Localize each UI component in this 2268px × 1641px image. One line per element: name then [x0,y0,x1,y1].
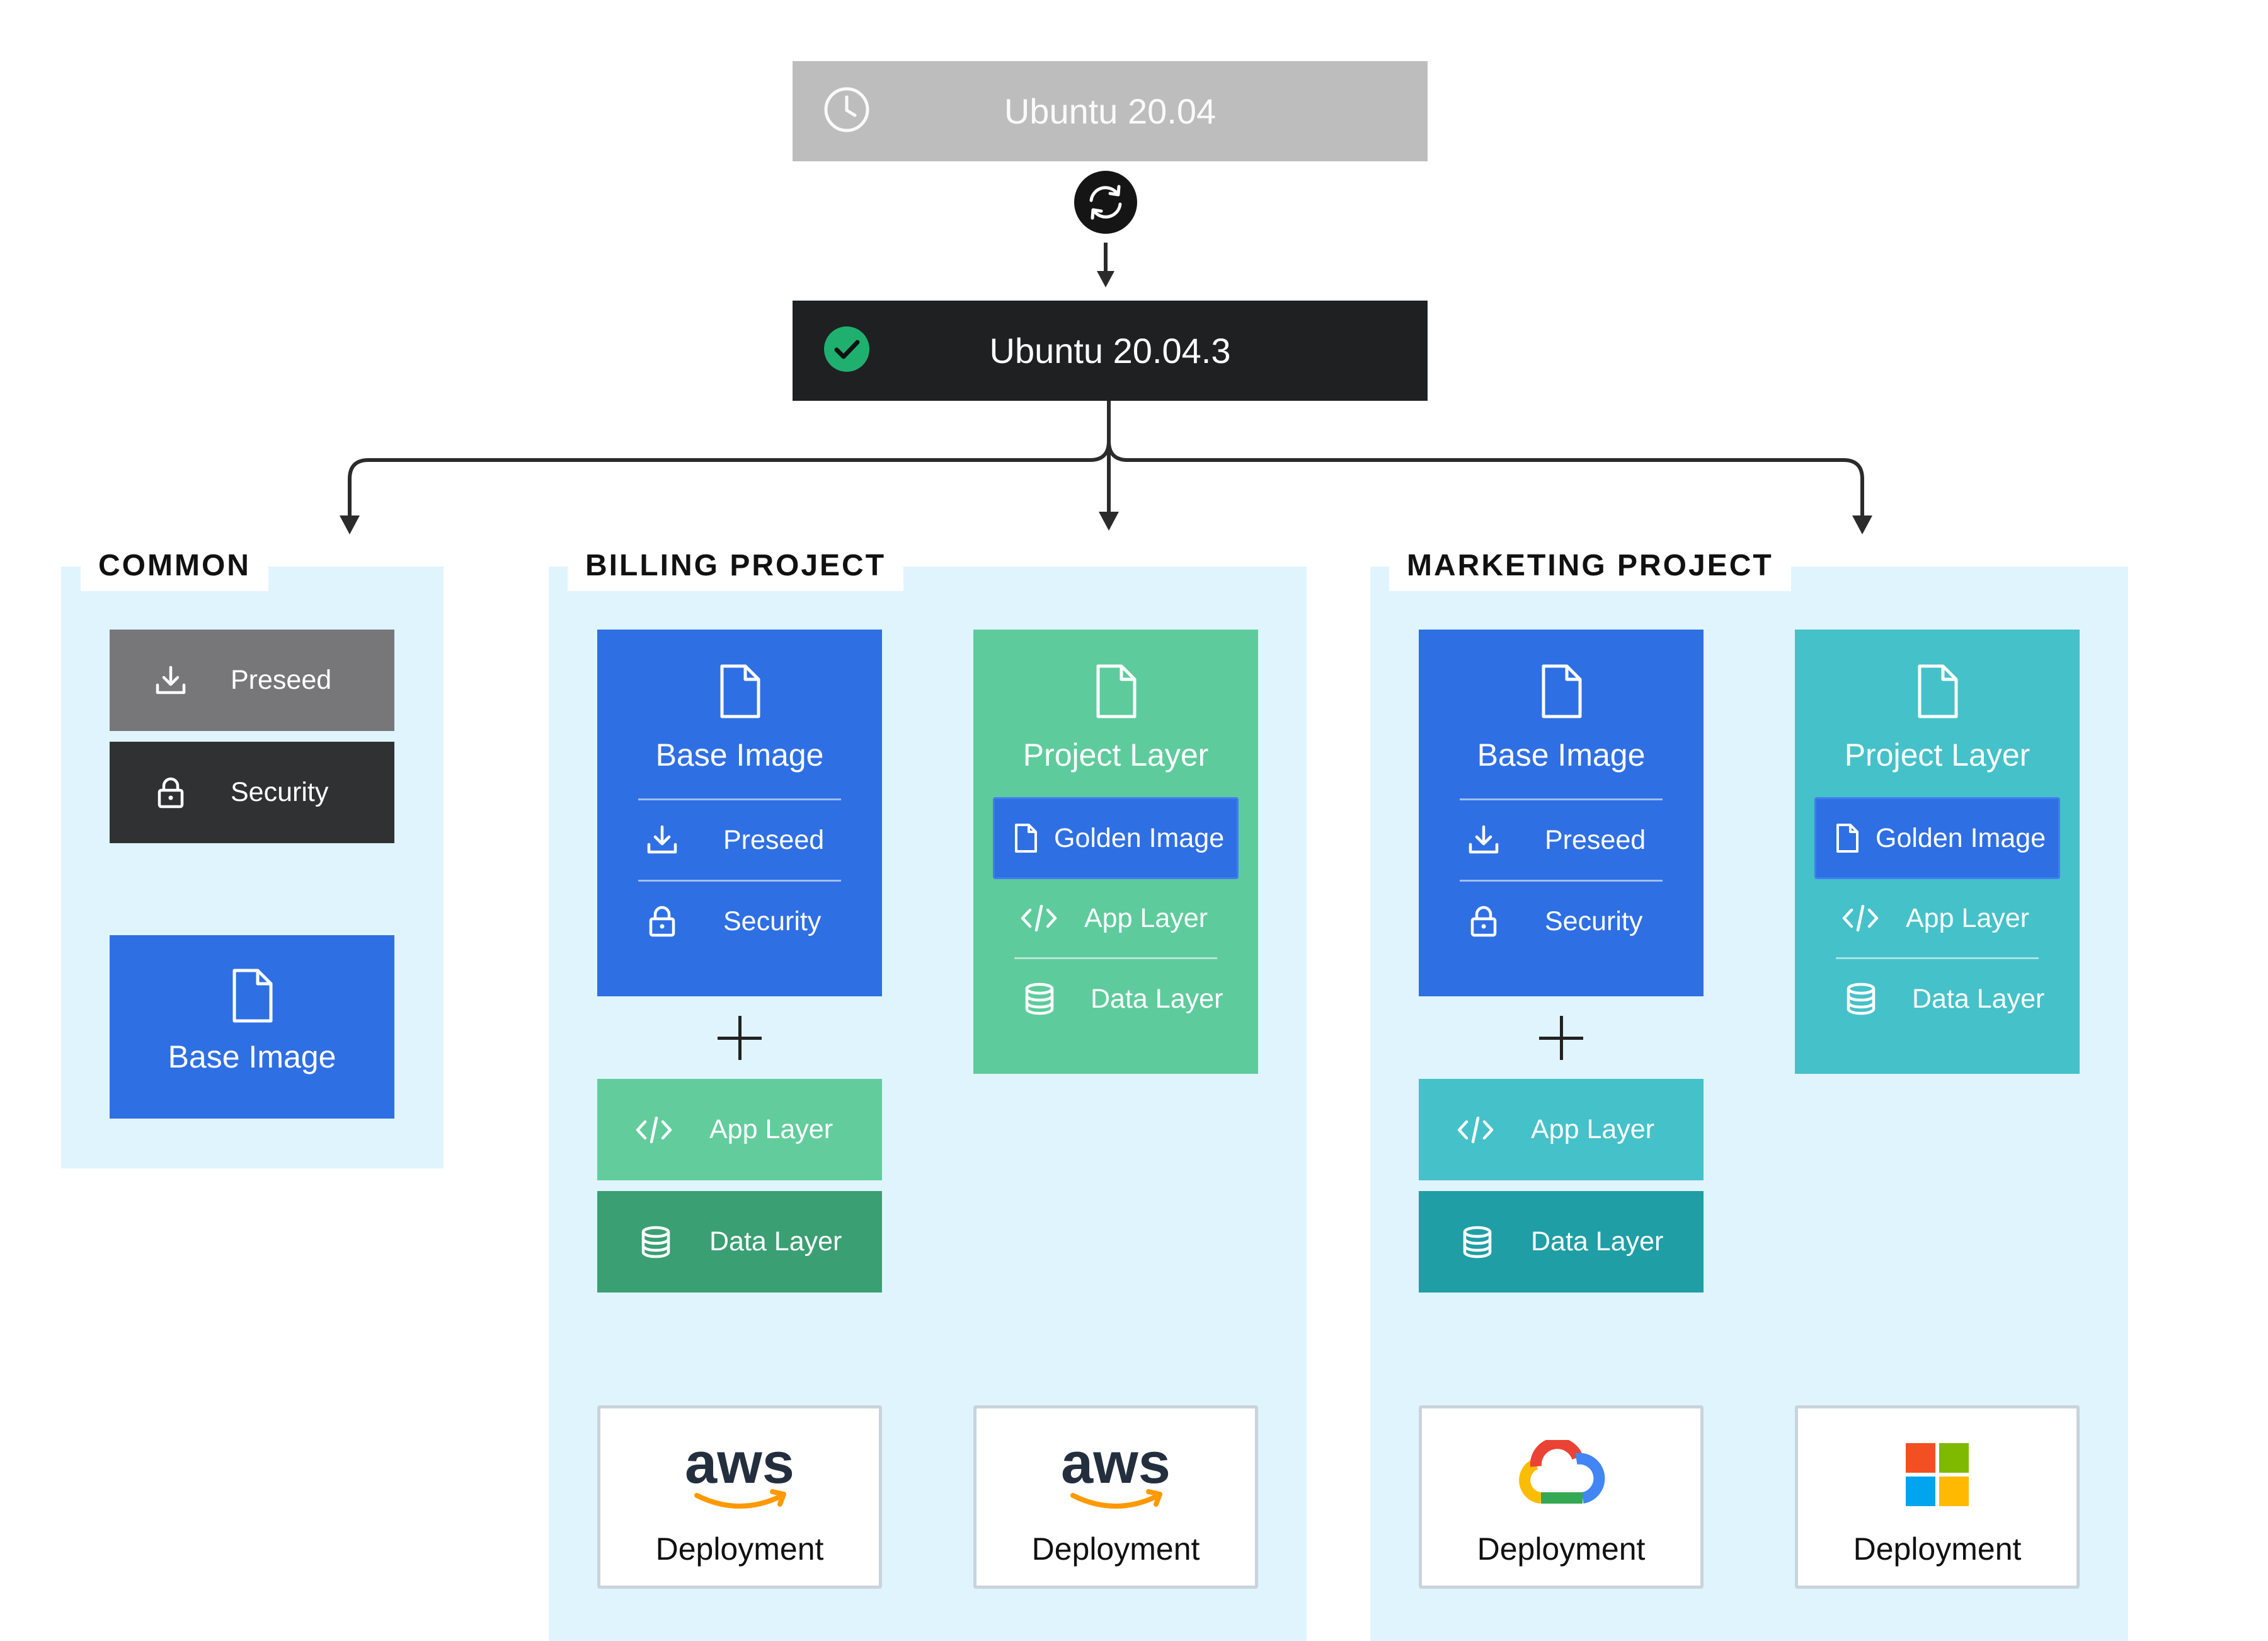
aws-logo: aws [677,1434,803,1516]
new-version-label: Ubuntu 20.04.3 [989,331,1231,371]
billing-base-preseed-label: Preseed [723,824,825,855]
common-base-image-card: Base Image [110,935,394,1119]
download-icon [154,664,188,698]
aws-logo-text: aws [1061,1434,1171,1495]
marketing-base-security-label: Security [1545,906,1643,936]
billing-golden-image-badge: Golden Image [993,797,1239,879]
common-security-label: Security [231,777,329,807]
common-preseed-tile: Preseed [110,630,394,731]
marketing-project-app-row: App Layer [1795,879,2080,957]
old-version-label: Ubuntu 20.04 [1004,91,1217,131]
file-icon [1532,662,1590,720]
billing-data-layer-label: Data Layer [709,1226,842,1257]
google-cloud-logo [1517,1434,1605,1516]
file-icon [1087,662,1145,720]
database-icon [1022,982,1057,1016]
database-icon [1844,982,1878,1016]
marketing-deployment-2: Deployment [1795,1405,2080,1589]
ubuntu-old-version-box: Ubuntu 20.04 [793,61,1428,161]
marketing-label: MARKETING PROJECT [1389,541,1791,591]
billing-project-app-label: App Layer [1084,902,1208,933]
database-icon [639,1225,673,1259]
plus-icon [1539,1016,1583,1060]
file-icon [711,662,769,720]
billing-label: BILLING PROJECT [568,541,904,591]
marketing-app-layer-tile: App Layer [1419,1079,1704,1180]
billing-app-layer-label: App Layer [709,1114,833,1144]
code-icon [1457,1113,1494,1147]
billing-base-image-title: Base Image [655,737,824,773]
marketing-golden-image-badge: Golden Image [1814,797,2060,879]
lock-icon [645,904,679,938]
check-icon [822,324,872,374]
file-icon [1010,822,1041,854]
file-icon [1908,662,1966,720]
marketing-project-data-label: Data Layer [1912,983,2045,1014]
billing-deployment-1-label: Deployment [655,1531,824,1567]
divider [638,798,841,800]
billing-base-preseed-row: Preseed [597,800,882,880]
microsoft-logo [1906,1434,1969,1516]
marketing-project-layer-title: Project Layer [1844,737,2030,773]
billing-deployment-2: aws Deployment [973,1405,1258,1589]
marketing-app-layer-label: App Layer [1531,1114,1655,1144]
billing-data-layer-tile: Data Layer [597,1191,882,1293]
marketing-data-layer-label: Data Layer [1531,1226,1664,1257]
lock-icon [1467,904,1501,938]
code-icon [635,1113,673,1147]
divider [1836,957,2039,959]
file-icon [223,967,281,1025]
divider [638,880,841,882]
marketing-base-preseed-label: Preseed [1545,824,1646,855]
marketing-base-preseed-row: Preseed [1419,800,1704,880]
download-icon [645,823,679,857]
file-icon [1831,822,1863,854]
marketing-golden-image-label: Golden Image [1876,822,2046,853]
billing-project-data-label: Data Layer [1091,983,1223,1014]
divider [1460,880,1663,882]
billing-project-app-row: App Layer [973,879,1258,957]
marketing-deployment-1-label: Deployment [1477,1531,1646,1567]
marketing-data-layer-tile: Data Layer [1419,1191,1704,1293]
sync-icon [1074,171,1137,234]
download-icon [1467,823,1501,857]
marketing-deployment-1: Deployment [1419,1405,1704,1589]
billing-project-layer-card: Project Layer Golden Image App Layer Dat… [973,630,1258,1074]
billing-deployment-2-label: Deployment [1031,1531,1200,1567]
common-label: COMMON [81,541,268,591]
marketing-base-image-card: Base Image Preseed Security [1419,630,1704,996]
marketing-base-image-title: Base Image [1477,737,1646,773]
common-preseed-label: Preseed [231,665,332,695]
aws-logo: aws [1053,1434,1179,1516]
ubuntu-new-version-box: Ubuntu 20.04.3 [793,301,1428,401]
lock-icon [154,776,188,810]
billing-base-image-card: Base Image Preseed Security [597,630,882,996]
billing-deployment-1: aws Deployment [597,1405,882,1589]
billing-golden-image-label: Golden Image [1054,822,1225,853]
common-base-image-label: Base Image [168,1039,336,1074]
billing-project-layer-title: Project Layer [1022,737,1209,773]
aws-logo-text: aws [685,1434,794,1495]
common-security-tile: Security [110,742,394,843]
marketing-base-security-row: Security [1419,882,1704,961]
billing-app-layer-tile: App Layer [597,1079,882,1180]
billing-base-security-label: Security [723,906,822,936]
divider [1014,957,1217,959]
marketing-project-data-row: Data Layer [1795,959,2080,1039]
code-icon [1020,901,1058,935]
plus-icon [718,1016,762,1060]
code-icon [1841,901,1879,935]
marketing-deployment-2-label: Deployment [1853,1531,2022,1567]
divider [1460,798,1663,800]
billing-base-security-row: Security [597,882,882,961]
billing-project-data-row: Data Layer [973,959,1258,1039]
marketing-project-app-label: App Layer [1906,902,2030,933]
database-icon [1460,1225,1494,1259]
marketing-project-layer-card: Project Layer Golden Image App Layer Dat… [1795,630,2080,1074]
clock-icon [822,84,872,135]
